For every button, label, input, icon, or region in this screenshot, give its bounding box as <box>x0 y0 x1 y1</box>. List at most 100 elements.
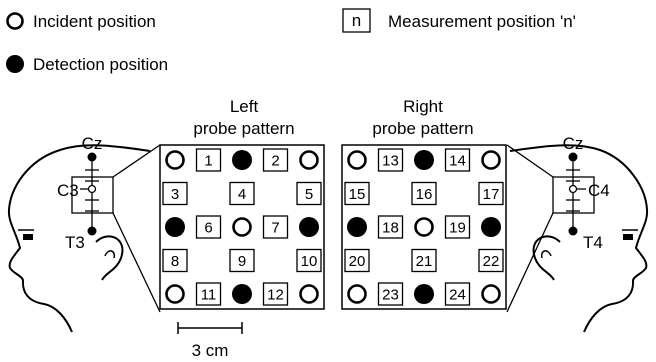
measurement-label: 11 <box>201 287 217 304</box>
measurement-label: 17 <box>483 186 500 203</box>
left-ear-icon <box>95 235 124 281</box>
right-eye-icon <box>623 234 633 240</box>
incident-icon <box>347 284 367 304</box>
measurement-box <box>162 181 188 206</box>
measurement-box <box>195 282 222 306</box>
right-head: Cz C4 T4 <box>506 134 649 333</box>
measurement-label: 9 <box>238 253 246 270</box>
detection-icon <box>414 284 434 304</box>
legend-detection-label: Detection position <box>33 55 168 74</box>
measurement-box <box>296 181 322 206</box>
detection-icon <box>481 217 501 237</box>
measurement-label: 22 <box>483 253 500 270</box>
left-eye-icon <box>23 234 33 240</box>
left-c3-label: C3 <box>57 181 79 200</box>
measurement-box <box>296 248 322 273</box>
measurement-box <box>229 181 255 206</box>
measurement-label: 16 <box>416 186 433 203</box>
detection-icon <box>347 217 367 237</box>
detection-icon <box>414 150 434 170</box>
right-probe-panel: 13 14 15 16 17 18 19 20 21 22 23 24 <box>341 144 507 310</box>
measurement-label: 6 <box>204 220 212 237</box>
measurement-box <box>262 148 289 172</box>
measurement-box <box>195 148 222 172</box>
measurement-box <box>262 215 289 239</box>
incident-icon <box>347 150 367 170</box>
measurement-box <box>377 215 404 239</box>
incident-icon <box>165 150 185 170</box>
measurement-box <box>195 215 222 239</box>
right-head-outline <box>509 144 649 333</box>
right-t4-label: T4 <box>583 233 603 252</box>
measurement-label: 2 <box>271 153 279 170</box>
right-cz-label: Cz <box>563 134 584 153</box>
measurement-box <box>478 181 504 206</box>
right-t4-marker <box>568 226 578 236</box>
measurement-label: 19 <box>449 220 466 237</box>
measurement-box <box>411 248 437 273</box>
measurement-box <box>344 181 370 206</box>
left-panel-title-line2: probe pattern <box>193 119 294 138</box>
incident-icon <box>232 217 252 237</box>
measurement-label: 13 <box>382 153 399 170</box>
measurement-box <box>162 248 188 273</box>
measurement-box <box>229 248 255 273</box>
measurement-label: 8 <box>171 253 179 270</box>
measurement-box <box>444 282 471 306</box>
right-panel-title-line2: probe pattern <box>372 119 473 138</box>
legend-measurement-icon <box>342 8 371 33</box>
legend-measurement-box-label: n <box>352 11 361 30</box>
left-head: Cz C3 T3 <box>7 134 161 333</box>
legend-incident-icon <box>6 12 24 30</box>
measurement-label: 21 <box>416 253 433 270</box>
legend-measurement-label: Measurement position 'n' <box>388 12 576 31</box>
measurement-box <box>444 148 471 172</box>
measurement-box <box>377 282 404 306</box>
right-cz-marker <box>568 152 578 162</box>
right-panel-title-line1: Right <box>403 97 443 116</box>
incident-icon <box>299 284 319 304</box>
left-cz-label: Cz <box>82 134 103 153</box>
measurement-label: 15 <box>349 186 366 203</box>
right-ear-icon <box>532 235 561 281</box>
right-c4-label: C4 <box>588 181 610 200</box>
scale-label: 3 cm <box>192 341 229 360</box>
incident-icon <box>481 284 501 304</box>
measurement-label: 24 <box>449 287 466 304</box>
left-cz-marker <box>87 152 97 162</box>
detection-icon <box>165 217 185 237</box>
measurement-label: 7 <box>271 220 279 237</box>
measurement-box <box>377 148 404 172</box>
measurement-label: 1 <box>204 153 212 170</box>
measurement-box <box>344 248 370 273</box>
left-head-outline <box>7 144 151 333</box>
measurement-box <box>478 248 504 273</box>
left-t3-marker <box>87 226 97 236</box>
incident-icon <box>299 150 319 170</box>
detection-icon <box>232 150 252 170</box>
measurement-box <box>411 181 437 206</box>
measurement-label: 3 <box>171 186 179 203</box>
legend-detection-icon <box>6 55 24 73</box>
left-t3-label: T3 <box>65 233 85 252</box>
detection-icon <box>299 217 319 237</box>
measurement-label: 5 <box>305 186 313 203</box>
measurement-label: 18 <box>382 220 399 237</box>
legend-incident-label: Incident position <box>33 12 156 31</box>
left-panel-title-line1: Left <box>230 97 259 116</box>
incident-icon <box>414 217 434 237</box>
detection-icon <box>232 284 252 304</box>
measurement-label: 12 <box>267 287 284 304</box>
scale-bar: 3 cm <box>177 322 243 360</box>
measurement-label: 14 <box>449 153 466 170</box>
incident-icon <box>165 284 185 304</box>
measurement-box <box>262 282 289 306</box>
measurement-label: 4 <box>238 186 246 203</box>
measurement-label: 10 <box>301 253 318 270</box>
measurement-label: 20 <box>349 253 366 270</box>
measurement-box <box>444 215 471 239</box>
measurement-label: 23 <box>382 287 399 304</box>
incident-icon <box>481 150 501 170</box>
